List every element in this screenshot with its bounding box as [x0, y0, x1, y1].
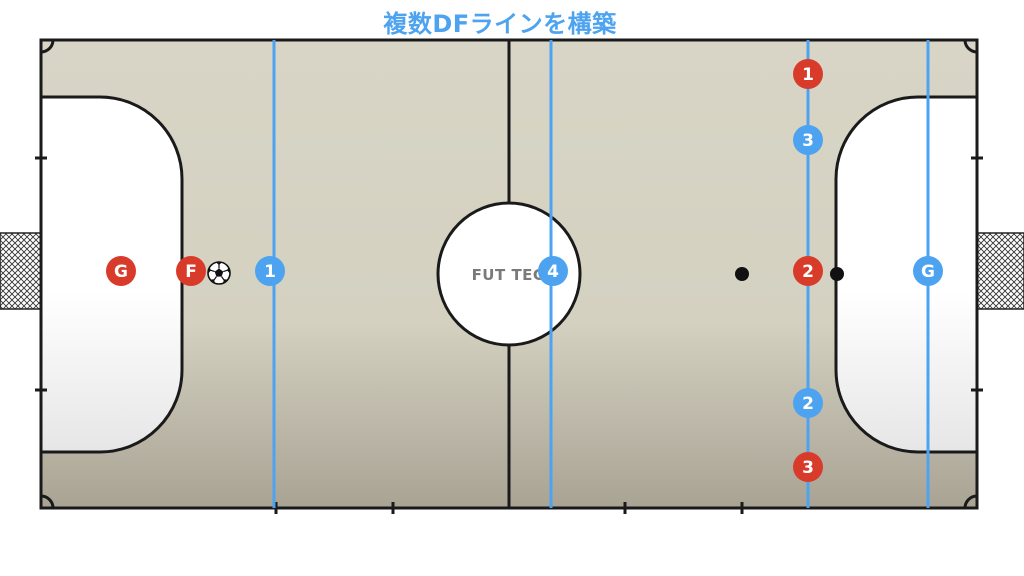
player-blue-g: G: [913, 256, 943, 286]
right-penalty-area: [834, 95, 979, 454]
player-red-3-label: 3: [802, 458, 814, 478]
penalty-mark: [830, 267, 844, 281]
corner-arc-top-left: [40, 39, 55, 54]
second-penalty-mark: [735, 267, 749, 281]
soccer-ball-icon: [207, 261, 231, 285]
player-blue-4: 4: [538, 256, 568, 286]
player-red-f-label: F: [185, 262, 197, 282]
player-blue-1-label: 1: [264, 262, 276, 282]
corner-arc-top-right: [963, 39, 978, 54]
player-blue-g-label: G: [921, 262, 935, 282]
player-red-f: F: [176, 256, 206, 286]
diagram-title: 複数DFラインを構築: [383, 10, 617, 38]
player-red-1-label: 1: [802, 65, 814, 85]
corner-arc-bottom-left: [40, 494, 55, 509]
player-blue-3: 3: [793, 125, 823, 155]
player-red-2: 2: [793, 256, 823, 286]
player-red-g-label: G: [114, 262, 128, 282]
player-red-1: 1: [793, 59, 823, 89]
player-blue-2-label: 2: [802, 394, 814, 414]
player-red-3: 3: [793, 452, 823, 482]
left-goal-net: [0, 232, 42, 310]
right-goal-net: [976, 232, 1024, 310]
boundary-ticks: [35, 156, 983, 514]
center-circle: [436, 201, 582, 347]
corner-arc-bottom-right: [963, 494, 978, 509]
player-red-g: G: [106, 256, 136, 286]
player-blue-2: 2: [793, 388, 823, 418]
court-watermark: FUT TEC: [472, 266, 545, 284]
player-blue-1: 1: [255, 256, 285, 286]
player-blue-3-label: 3: [802, 131, 814, 151]
player-blue-4-label: 4: [547, 262, 559, 282]
players: G F 1 4 1 3 2: [106, 59, 943, 482]
player-red-2-label: 2: [802, 262, 814, 282]
